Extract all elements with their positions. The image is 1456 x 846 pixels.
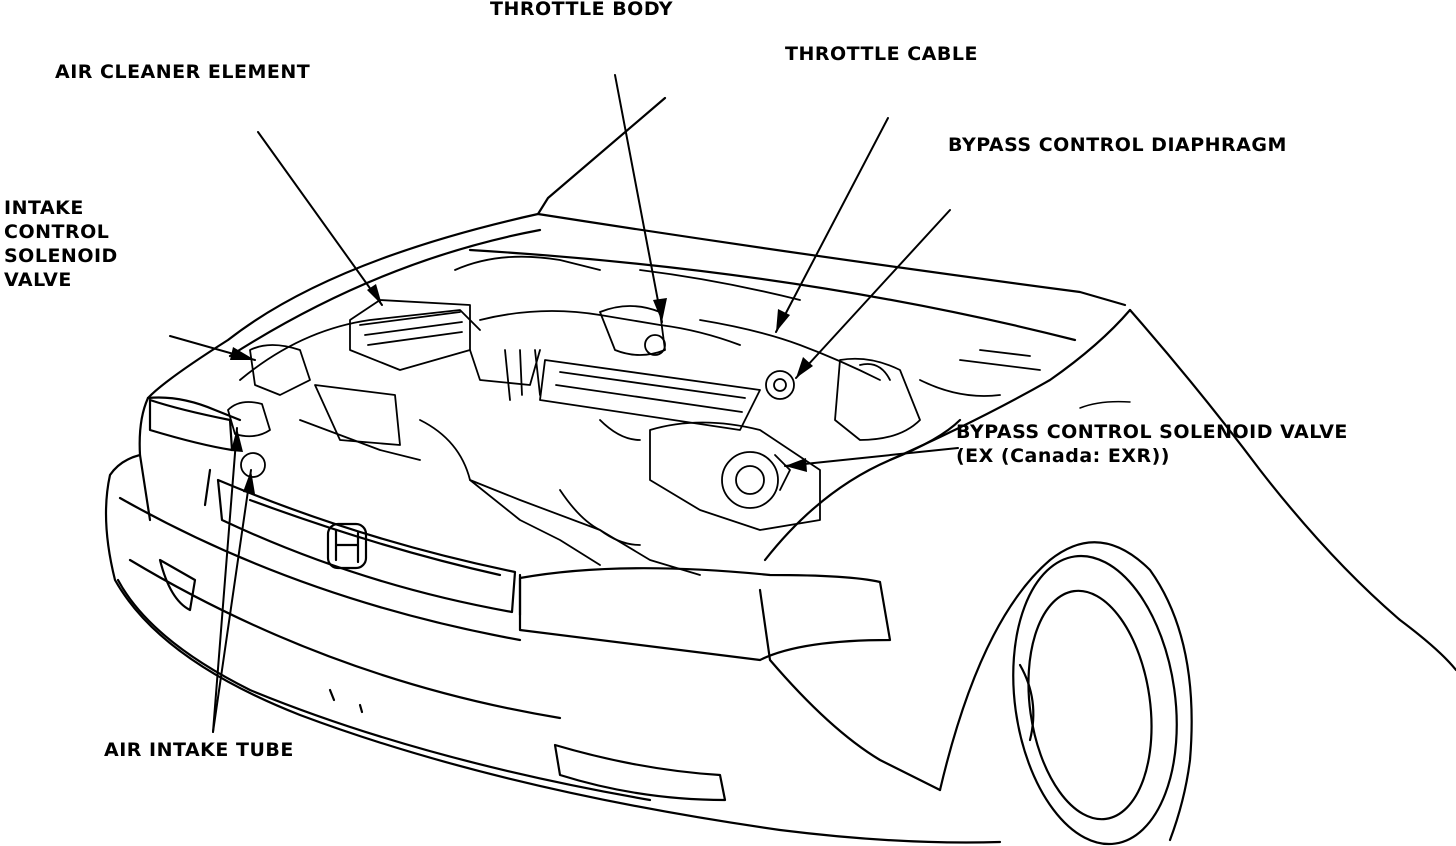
intake-control-solenoid-valve-label: INTAKE CONTROL SOLENOID VALVE [4, 196, 118, 292]
air-intake-tube-leader-1 [212, 427, 238, 733]
throttle-body-leader [614, 74, 663, 323]
air-cleaner-leader [257, 131, 383, 306]
intake-solenoid-part [249, 344, 311, 396]
bypass-control-diaphragm-label: BYPASS CONTROL DIAPHRAGM [948, 134, 1287, 156]
solenoid-label-line: SOLENOID [4, 245, 118, 267]
intake-tube-part [227, 401, 271, 438]
air-intake-tube-label: AIR INTAKE TUBE [104, 739, 294, 761]
hood-outline [146, 96, 1127, 400]
valve-cover [539, 359, 761, 431]
arrowheads [230, 284, 813, 494]
throttle-cable-leader [775, 117, 889, 333]
bypass-control-solenoid-valve-label: BYPASS CONTROL SOLENOID VALVE [956, 421, 1348, 443]
fender-and-wheel [758, 308, 1456, 846]
bypass-diaphragm-leader [795, 209, 951, 379]
grille-panel [216, 478, 517, 614]
leader-lines [169, 74, 959, 733]
control-label-line: CONTROL [4, 221, 110, 243]
valve-label-line: VALVE [4, 269, 72, 291]
bypass-solenoid-leader [784, 447, 959, 467]
throttle-cable-label: THROTTLE CABLE [785, 43, 978, 65]
intake-label-line: INTAKE [4, 197, 84, 219]
h-emblem [334, 528, 360, 564]
air-cleaner-element-label: AIR CLEANER ELEMENT [55, 61, 311, 83]
bypass-control-solenoid-valve-note: (EX (Canada: EXR)) [956, 445, 1170, 467]
throttle-body-part [599, 305, 666, 356]
car-front-body [104, 396, 1002, 844]
diaphragm-part [765, 370, 795, 400]
throttle-body-label: THROTTLE BODY [490, 0, 673, 20]
air-intake-tube-leader-2 [212, 469, 252, 733]
engine-assembly [227, 255, 1041, 576]
headlights [148, 398, 892, 662]
